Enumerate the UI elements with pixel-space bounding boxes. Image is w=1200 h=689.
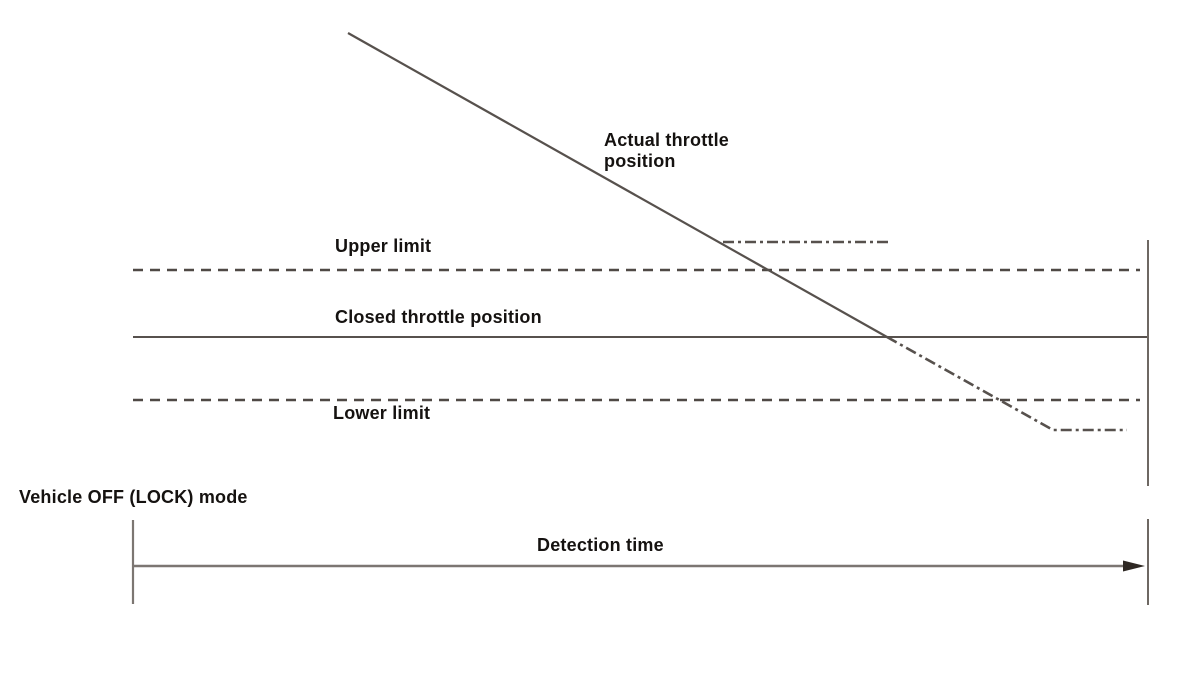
actual-throttle-line bbox=[347, 32, 888, 338]
actual-throttle-label: Actual throttle position bbox=[604, 130, 730, 171]
throttle-dashdot-lower-segment bbox=[886, 335, 1127, 432]
closed-throttle-position-label: Closed throttle position bbox=[335, 307, 542, 327]
lower-limit-label: Lower limit bbox=[333, 403, 431, 423]
detection-time-arrowhead-icon bbox=[1123, 560, 1145, 572]
vehicle-off-lock-mode-label: Vehicle OFF (LOCK) mode bbox=[19, 487, 248, 507]
upper-limit-label: Upper limit bbox=[335, 236, 432, 256]
detection-time-label: Detection time bbox=[537, 535, 664, 555]
